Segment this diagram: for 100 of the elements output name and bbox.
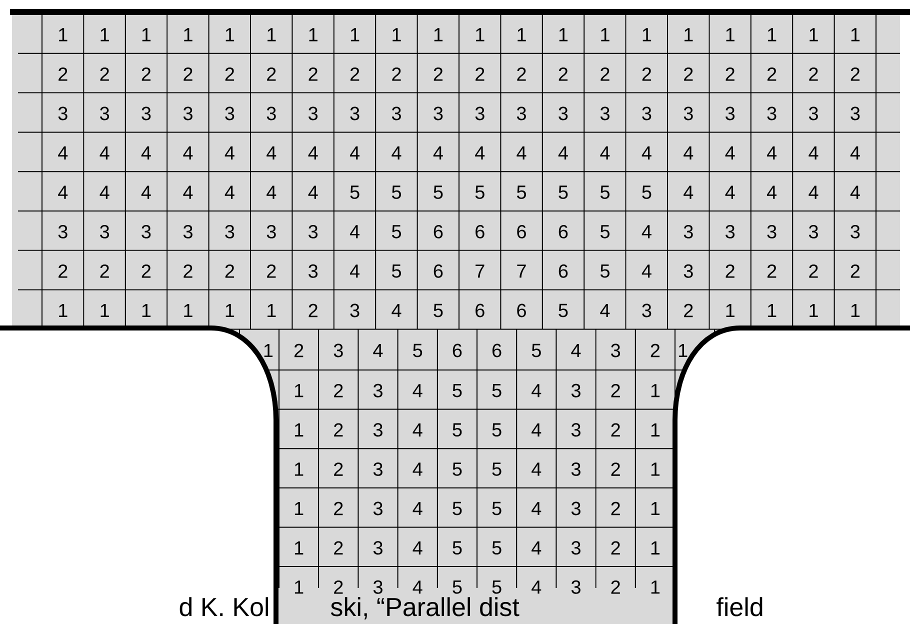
grid-number: 4 xyxy=(266,146,276,160)
grid-number: 3 xyxy=(334,344,343,358)
grid-number: 1 xyxy=(100,304,109,318)
grid-number: 4 xyxy=(516,146,526,160)
grid-number: 6 xyxy=(558,264,568,278)
grid-number: 2 xyxy=(184,67,192,81)
grid-number: 2 xyxy=(334,462,343,476)
grid-number: 5 xyxy=(392,225,401,238)
grid-number: 4 xyxy=(850,146,860,160)
grid-number: 4 xyxy=(266,186,276,199)
grid-number: 3 xyxy=(100,106,110,120)
grid-number: 3 xyxy=(571,502,580,516)
grid-number: 3 xyxy=(808,224,818,238)
grid-number: 1 xyxy=(726,28,734,42)
grid-number: 3 xyxy=(308,106,318,120)
citation-text: ski, “Parallel dist xyxy=(330,597,520,620)
grid-number: 6 xyxy=(558,224,568,238)
grid-number: 3 xyxy=(571,423,580,437)
grid-number: 4 xyxy=(532,462,542,476)
citation-text: field xyxy=(716,597,762,616)
grid-number: 5 xyxy=(492,541,502,555)
grid-number: 3 xyxy=(726,106,735,120)
grid-number: 2 xyxy=(58,67,68,81)
grid-number: 1 xyxy=(601,28,610,42)
grid-number: 1 xyxy=(651,384,660,398)
grid-number: 3 xyxy=(684,224,693,238)
grid-number: 3 xyxy=(225,106,234,120)
grid-number: 1 xyxy=(59,304,68,318)
grid-number: 3 xyxy=(308,224,318,238)
grid-number: 2 xyxy=(334,423,343,437)
grid-number: 4 xyxy=(350,146,360,160)
citation-text: d K. Kol xyxy=(180,597,268,616)
grid-number: 1 xyxy=(518,28,526,42)
grid-number: 2 xyxy=(726,67,734,81)
grid-number: 1 xyxy=(651,423,660,436)
grid-number: 2 xyxy=(809,264,818,278)
grid-number: 4 xyxy=(766,146,777,160)
grid-number: 2 xyxy=(611,541,620,555)
grid-number: 6 xyxy=(517,224,526,238)
grid-number: 1 xyxy=(559,28,568,42)
grid-number: 2 xyxy=(476,67,484,81)
grid-number: 3 xyxy=(350,304,360,318)
grid-number: 3 xyxy=(600,106,610,120)
grid-number: 5 xyxy=(558,186,568,199)
grid-number: 3 xyxy=(684,106,693,120)
grid-number: 1 xyxy=(651,580,660,594)
grid-number: 6 xyxy=(434,224,443,238)
grid-number: 1 xyxy=(476,28,484,42)
grid-number: 2 xyxy=(434,67,443,81)
grid-number: 5 xyxy=(452,384,462,398)
grid-number: 1 xyxy=(142,304,151,318)
grid-number: 2 xyxy=(809,67,818,81)
grid-number: 4 xyxy=(392,146,402,160)
grid-number: 1 xyxy=(684,28,693,42)
grid-number: 3 xyxy=(850,224,860,238)
grid-number: 4 xyxy=(412,580,422,594)
grid-number: 5 xyxy=(413,344,422,358)
grid-number: 2 xyxy=(308,304,318,318)
grid-number: 5 xyxy=(600,264,610,278)
grid-number: 2 xyxy=(100,264,109,278)
grid-number: 4 xyxy=(308,146,318,160)
grid-number: 1 xyxy=(350,28,360,42)
grid-number: 2 xyxy=(611,423,620,437)
grid-number: 1 xyxy=(294,384,304,398)
grid-number: 2 xyxy=(850,67,860,81)
grid-number: 5 xyxy=(452,541,462,555)
grid-number: 2 xyxy=(308,67,318,81)
grid-number: 3 xyxy=(571,462,580,476)
grid-number: 2 xyxy=(334,541,343,555)
grid-number: 7 xyxy=(476,264,484,278)
grid-number: 1 xyxy=(642,28,652,42)
grid-number: 2 xyxy=(334,384,343,398)
grid-number: 4 xyxy=(100,146,110,160)
grid-number: 2 xyxy=(184,264,192,278)
grid-number: 4 xyxy=(412,384,422,398)
grid-number: 6 xyxy=(517,304,526,318)
grid-number: 5 xyxy=(434,304,443,318)
grid-number: 4 xyxy=(642,264,652,278)
grid-number: 5 xyxy=(452,580,462,594)
grid-number: 4 xyxy=(412,541,422,554)
grid-number: 2 xyxy=(334,502,343,516)
grid-number: 3 xyxy=(571,384,580,398)
grid-number: 5 xyxy=(475,186,484,199)
grid-number: 4 xyxy=(224,146,234,160)
grid-number: 5 xyxy=(558,304,568,318)
grid-number: 3 xyxy=(767,106,776,120)
grid-number: 3 xyxy=(100,224,110,238)
grid-number: 4 xyxy=(433,146,443,160)
grid-number: 4 xyxy=(412,423,422,436)
grid-number: 1 xyxy=(268,28,276,42)
grid-number: 6 xyxy=(476,304,484,318)
grid-number: 2 xyxy=(767,264,776,278)
grid-number: 3 xyxy=(434,106,443,120)
grid-number: 4 xyxy=(558,146,568,160)
grid-number: 2 xyxy=(850,264,860,278)
grid-number: 2 xyxy=(611,462,620,476)
grid-number: 2 xyxy=(767,67,776,81)
grid-number: 2 xyxy=(650,344,660,358)
grid-number: 6 xyxy=(492,344,502,358)
grid-number: 3 xyxy=(373,462,382,476)
